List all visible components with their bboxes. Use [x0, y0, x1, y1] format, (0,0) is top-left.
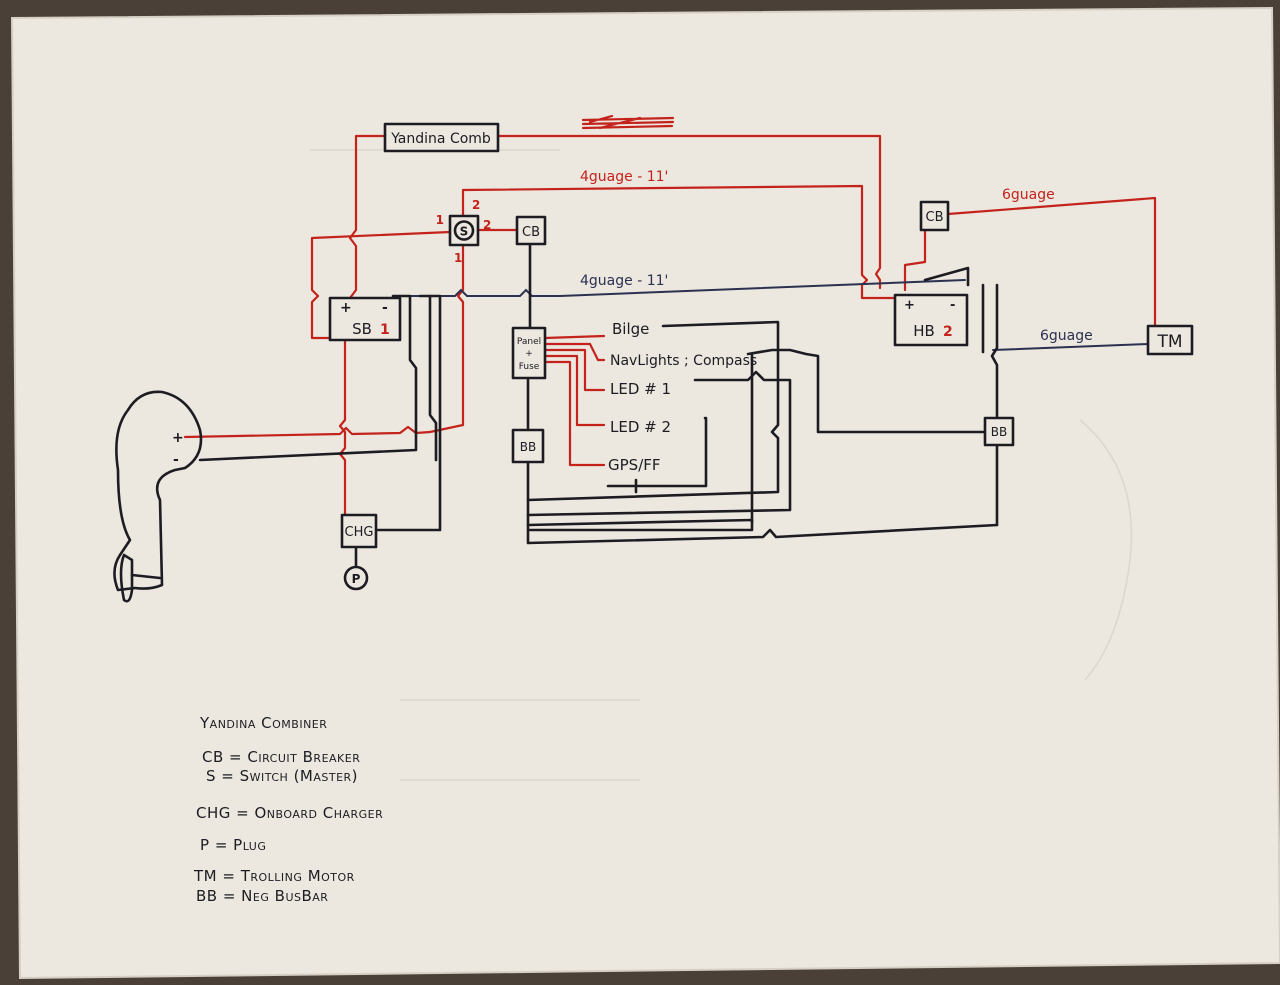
cb-right-label: CB [926, 210, 944, 225]
neg-busbar-center [511, 428, 545, 464]
legend: Yandina Combiner CB = Circuit Breaker S … [193, 714, 383, 905]
upper-wire-gauge-label: 4guage - 11' [580, 169, 668, 185]
neg-busbar-right [983, 416, 1015, 447]
tm-label: TM [1156, 332, 1182, 352]
main-cable-4g [399, 279, 1149, 351]
sb-number: 1 [380, 322, 390, 338]
paper-sheet [12, 8, 1280, 978]
hb-tm-gauge-label: 6guage [1040, 328, 1093, 344]
circuit-breaker-right [919, 200, 950, 232]
legend-title: Yandina Combiner [199, 714, 327, 732]
load-gps-ff: GPS/FF [608, 456, 661, 474]
legend-item-s: S = Switch (Master) [206, 767, 358, 785]
hb-minus-terminal: - [950, 298, 955, 313]
charger-label: CHG [345, 525, 374, 540]
legend-item-bb: BB = Neg BusBar [196, 887, 328, 905]
yandina-combiner-box [383, 122, 500, 153]
legend-item-tm: TM = Trolling Motor [193, 867, 355, 885]
load-led-1: LED # 1 [610, 380, 671, 398]
switch-terminal-left: 1 [436, 213, 444, 227]
sb-label: SB [352, 320, 372, 338]
middle-wire-gauge-label: 4guage - 11' [580, 273, 668, 289]
positive-wires [183, 114, 1157, 517]
panel-label-1: Panel [517, 337, 541, 347]
load-navlights: NavLights ; Compass [610, 353, 757, 369]
hb-label: HB [913, 322, 935, 340]
sb-plus-terminal: + [340, 300, 352, 316]
bb-right-label: BB [991, 425, 1007, 439]
panel-label-2: + [525, 349, 533, 359]
onboard-charger-box [340, 513, 378, 549]
hb-plus-terminal: + [904, 298, 915, 313]
bb-center-label: BB [520, 440, 536, 454]
master-switch-symbol [453, 220, 475, 241]
cb-left-label: CB [522, 225, 540, 240]
legend-item-p: P = Plug [200, 836, 266, 854]
start-battery-box [328, 296, 402, 342]
switch-terminal-top: 2 [472, 198, 480, 212]
outboard-motor-drawing [113, 390, 203, 603]
switch-terminal-bottom: 1 [454, 251, 462, 265]
panel-fuse-box [511, 326, 547, 380]
trolling-motor-box [1146, 324, 1194, 356]
motor-minus-terminal: - [173, 452, 179, 468]
load-led-2: LED # 2 [610, 418, 671, 436]
house-battery-box [893, 293, 969, 347]
switch-terminal-right: 2 [483, 218, 491, 232]
switch-label: S [460, 225, 469, 239]
circuit-breaker-left [515, 215, 547, 246]
hb-number: 2 [943, 324, 953, 340]
motor-plus-terminal: + [172, 430, 184, 446]
negative-wires [198, 243, 999, 545]
plug-label: P [352, 572, 361, 586]
yandina-label: Yandina Comb [390, 131, 491, 147]
sb-minus-terminal: - [382, 300, 388, 316]
legend-item-chg: CHG = Onboard Charger [196, 804, 383, 822]
cb-tm-gauge-label: 6guage [1002, 187, 1055, 203]
legend-item-cb: CB = Circuit Breaker [202, 748, 360, 766]
panel-label-3: Fuse [519, 362, 540, 372]
load-bilge: Bilge [612, 320, 649, 338]
